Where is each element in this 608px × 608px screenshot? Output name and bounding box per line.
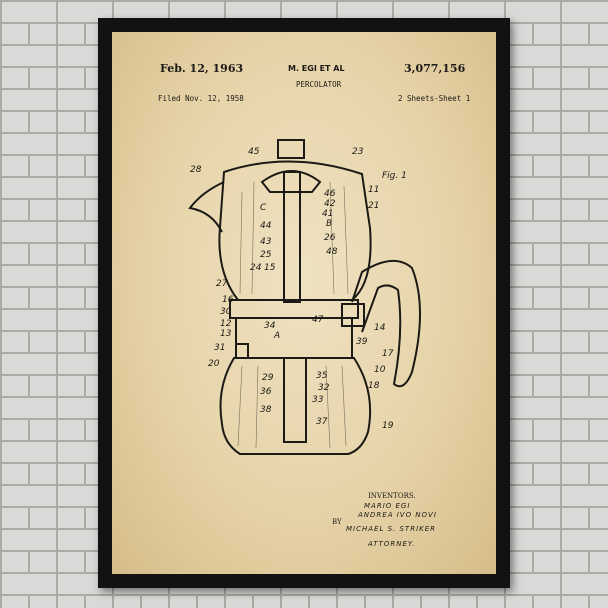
sheet-count: 2 Sheets-Sheet 1: [398, 94, 471, 103]
reference-numeral: 25: [260, 250, 272, 260]
reference-numeral: 38: [260, 405, 272, 415]
reference-numeral: 30: [220, 307, 232, 317]
lower-chamber: [219, 357, 372, 455]
reference-numeral: 12: [220, 319, 232, 329]
reference-numeral: 36: [260, 387, 272, 397]
reference-numeral: 47: [312, 315, 324, 325]
picture-frame: Feb. 12, 1963 M. EGI ET AL 3,077,156 PER…: [98, 18, 510, 588]
reference-numeral: 31: [214, 343, 225, 353]
reference-numeral: 21: [368, 201, 379, 211]
reference-numeral: 29: [262, 373, 274, 383]
reference-numeral: B: [326, 219, 332, 229]
reference-numeral: 33: [312, 395, 324, 405]
reference-numeral: 45: [248, 147, 260, 157]
reference-numeral: C: [260, 203, 267, 213]
reference-numeral: 44: [260, 221, 272, 231]
by-label: BY: [332, 518, 342, 526]
reference-numeral: 37: [316, 417, 328, 427]
reference-numeral: 13: [220, 329, 232, 339]
reference-numeral: 28: [190, 165, 202, 175]
reference-numeral: 43: [260, 237, 272, 247]
reference-numeral: 15: [264, 263, 276, 273]
reference-numeral: 32: [318, 383, 330, 393]
patent-number: 3,077,156: [404, 62, 466, 75]
upper-chamber: [218, 160, 372, 301]
reference-numeral: 23: [352, 147, 364, 157]
reference-numeral: 34: [264, 321, 276, 331]
spout: [188, 181, 225, 233]
reference-numeral: 46: [324, 189, 336, 199]
reference-numeral: 42: [324, 199, 336, 209]
inventor-2-signature: ANDREA IVO NOVI: [358, 511, 437, 519]
reference-numeral: 10: [374, 365, 386, 375]
attorney-label: ATTORNEY.: [368, 540, 416, 548]
reference-numeral: 14: [374, 323, 386, 333]
reference-numeral: 19: [382, 421, 394, 431]
reference-numeral: 39: [356, 337, 368, 347]
reference-numeral: 48: [326, 247, 338, 257]
handle: [351, 260, 421, 388]
reference-numeral: 18: [368, 381, 380, 391]
reference-numeral: 17: [382, 349, 394, 359]
reference-numeral: 24: [250, 263, 262, 273]
inventor-1-signature: MARIO EGI: [364, 502, 411, 510]
patent-date: Feb. 12, 1963: [160, 62, 244, 75]
reference-numeral: 16: [222, 295, 234, 305]
reference-numeral: 41: [322, 209, 333, 219]
reference-numeral: 27: [216, 279, 228, 289]
figure-label: Fig. 1: [382, 171, 407, 181]
reference-numeral: 26: [324, 233, 336, 243]
reference-numeral: 11: [368, 185, 379, 195]
filed-date: Filed Nov. 12, 1958: [158, 94, 244, 103]
reference-numeral: 35: [316, 371, 328, 381]
inventors-label: INVENTORS.: [368, 492, 416, 500]
reference-numeral: 20: [208, 359, 220, 369]
patent-title: PERCOLATOR: [296, 80, 342, 89]
attorney-signature: MICHAEL S. STRIKER: [346, 525, 437, 533]
reference-numeral: A: [273, 331, 280, 341]
patent-poster: Feb. 12, 1963 M. EGI ET AL 3,077,156 PER…: [112, 32, 496, 574]
lid-knob: [277, 139, 305, 159]
inventor-header: M. EGI ET AL: [288, 64, 345, 73]
